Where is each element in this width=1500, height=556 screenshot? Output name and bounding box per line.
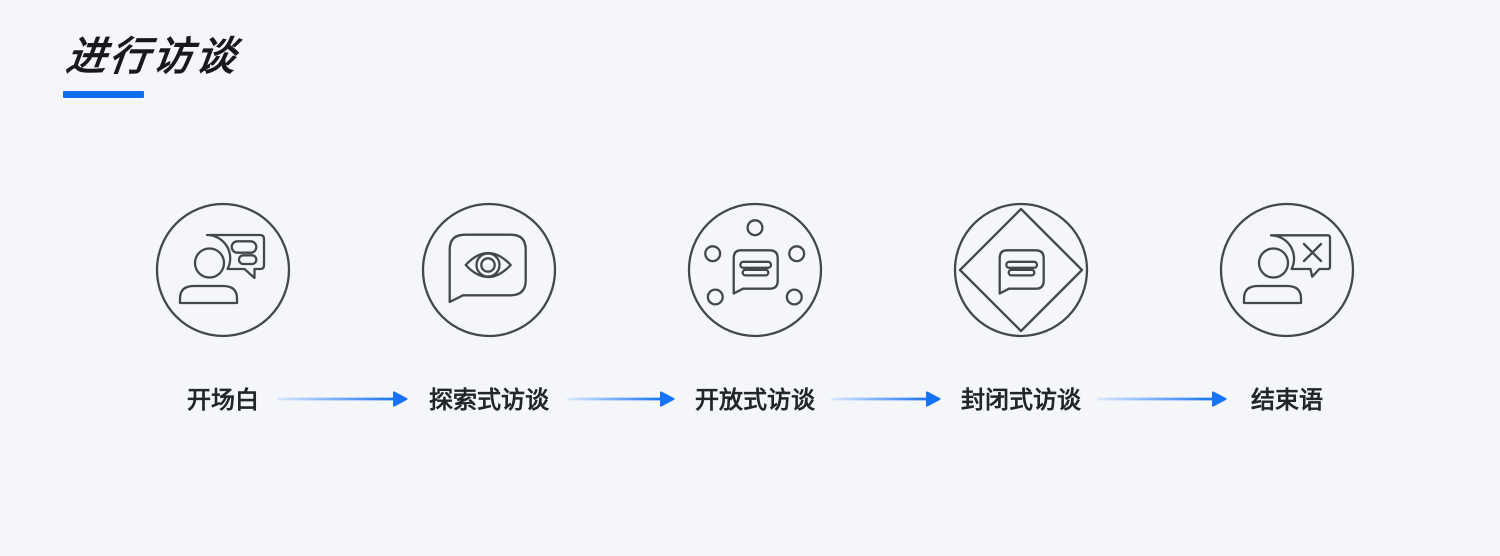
flow-arrow-1 [277, 391, 408, 407]
step-label-closing: 结束语 [1251, 387, 1323, 414]
flow-step-exploratory: 探索式访谈 [356, 202, 622, 415]
step-label-closed: 封闭式访谈 [961, 387, 1081, 414]
group-dots-chat-bubble-icon [687, 202, 823, 338]
step-label-exploratory: 探索式访谈 [429, 387, 549, 414]
eye-in-speech-bubble-icon [421, 202, 557, 338]
person-chat-dismiss-icon [1219, 202, 1355, 338]
flow-step-open: 开放式访谈 [622, 202, 888, 415]
person-chat-bubble-icon [155, 202, 291, 338]
flow-arrow-2 [567, 391, 675, 407]
step-label-opening: 开场白 [187, 387, 259, 414]
page-title: 进行访谈 [63, 35, 242, 79]
flow-step-opening: 开场白 [90, 202, 356, 415]
flow-arrow-3 [831, 391, 941, 407]
title-underline-bar [63, 91, 144, 98]
flow-arrow-4 [1097, 391, 1227, 407]
flow-step-closed: 封闭式访谈 [888, 202, 1154, 415]
flow-step-closing: 结束语 [1154, 202, 1420, 415]
step-label-open: 开放式访谈 [695, 387, 815, 414]
diamond-chat-bubble-icon [953, 202, 1089, 338]
